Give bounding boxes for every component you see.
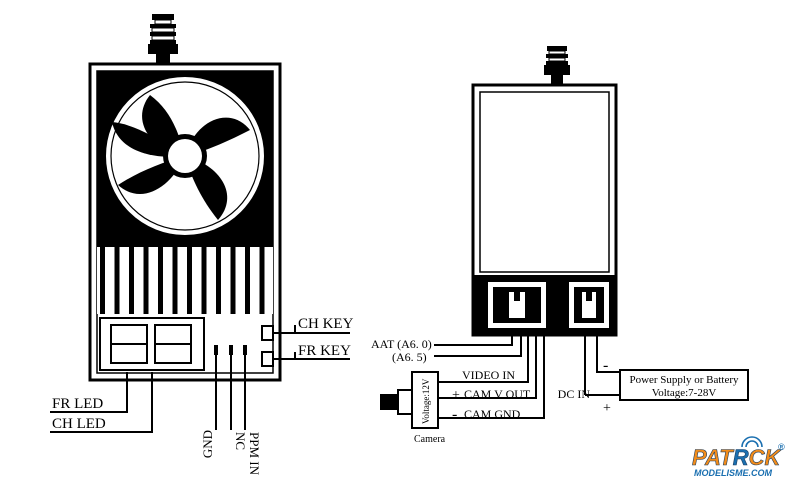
heat-sink-fin [259, 247, 265, 314]
cam-gnd-label: CAM GND [464, 407, 521, 421]
ch-key-button[interactable] [261, 325, 274, 341]
heat-sink-fin [129, 247, 134, 314]
transmitter-unit [88, 14, 282, 382]
heat-sink-fin [158, 247, 163, 314]
heat-sink-fin [201, 247, 207, 314]
camera [380, 371, 450, 429]
dc-plus: + [603, 401, 611, 416]
heat-sink-fin [245, 247, 250, 314]
receiver-antenna-connector [544, 46, 570, 85]
ch-key-label: CH KEY [298, 316, 354, 332]
heat-sink-fins [97, 241, 273, 314]
nc-label: NC [233, 432, 248, 450]
logo-ck: CK [749, 445, 783, 470]
ch-led-label: CH LED [52, 416, 106, 432]
heat-sink-fin [172, 247, 178, 314]
camera-lens-icon [380, 394, 398, 410]
power-supply-box [619, 369, 749, 401]
heat-sink-fin [143, 247, 149, 314]
cam-v-out-plus: + [452, 388, 460, 403]
heat-sink-fin [100, 247, 105, 314]
watermark-logo: PATRCK ® MODELISME.COM [692, 436, 785, 478]
dc-in-label: DC IN [558, 387, 591, 401]
power-supply-line1: Power Supply or Battery [629, 374, 739, 386]
logo-site: MODELISME.COM [694, 468, 773, 478]
fr-key-label: FR KEY [298, 343, 351, 359]
fr-led-label: FR LED [52, 396, 103, 412]
cam-gnd-minus: - [452, 406, 457, 423]
heat-sink-fin [216, 247, 221, 314]
heat-sink-fin [187, 247, 192, 314]
video-in-label: VIDEO IN [462, 368, 515, 382]
logo-pat: PAT [692, 445, 734, 470]
ppm-in-label: PPM IN [247, 432, 262, 476]
signal-icon [741, 436, 763, 448]
heat-sink-fin [230, 247, 236, 314]
dc-connector [569, 282, 609, 328]
receiver-unit [471, 46, 618, 337]
av-connector [488, 282, 546, 328]
logo-r: R [733, 445, 749, 470]
cam-v-out-label: CAM V OUT [464, 387, 531, 401]
dc-minus: - [603, 357, 608, 374]
transmitter-wires [50, 325, 350, 433]
camera-label: Camera [414, 434, 446, 445]
gnd-label: GND [200, 430, 215, 458]
svg-text:PATRCK: PATRCK [692, 445, 783, 470]
transmitter-antenna-connector [148, 14, 178, 64]
logo-registered: ® [778, 442, 785, 452]
fr-key-button[interactable] [261, 351, 274, 367]
seven-segment-display [110, 324, 192, 364]
power-supply-line2: Voltage:7-28V [652, 387, 717, 399]
heat-sink-fin [114, 247, 120, 314]
a65-label: (A6. 5) [392, 350, 427, 364]
camera-voltage-label: Voltage:12V [421, 378, 431, 424]
aat-a60-label: AAT (A6. 0) [371, 337, 432, 351]
